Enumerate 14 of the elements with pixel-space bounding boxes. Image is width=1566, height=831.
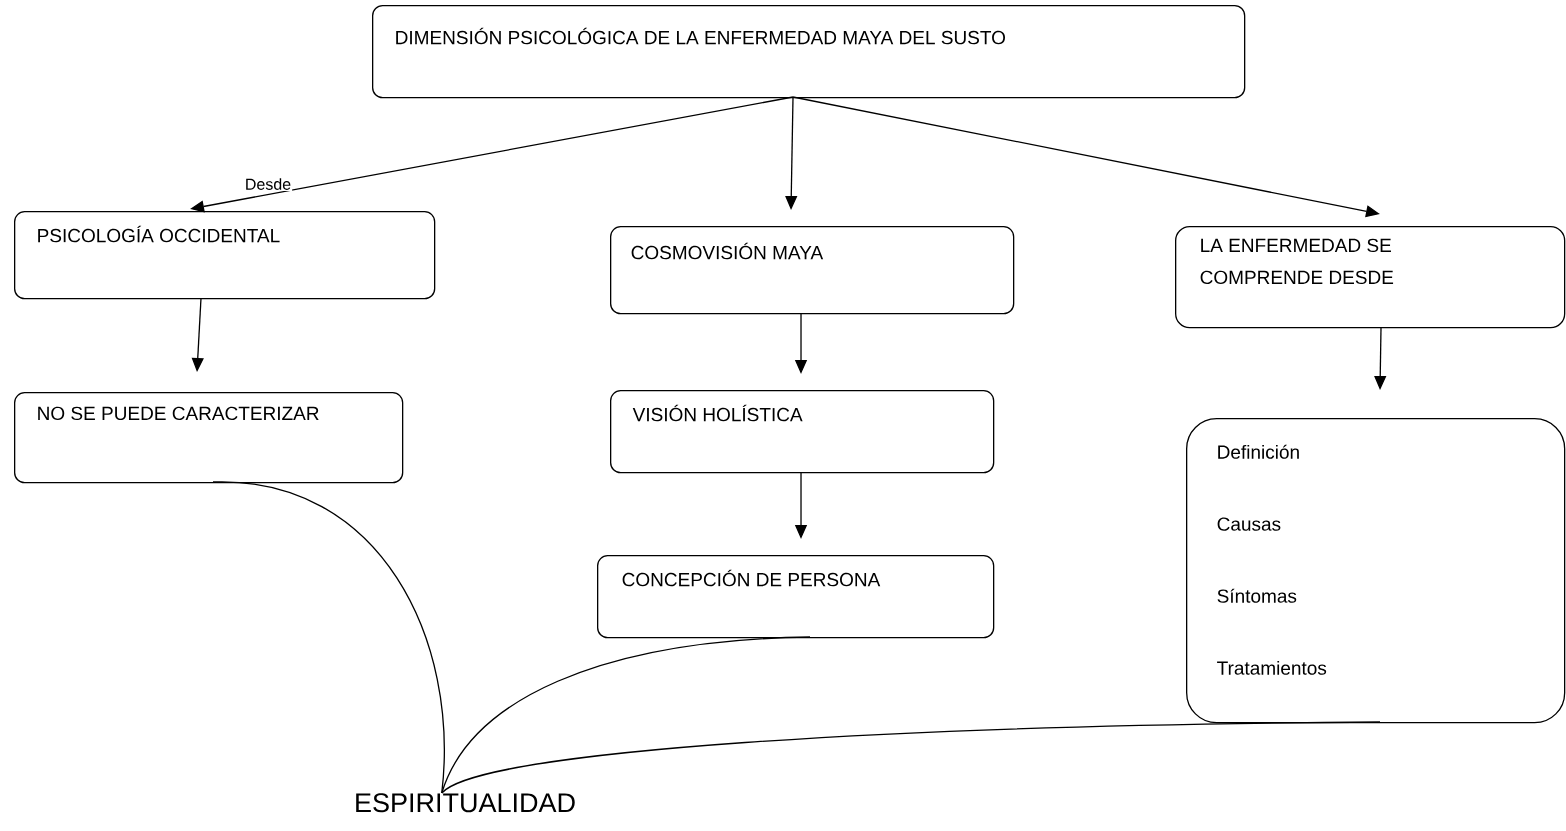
brace-curve	[441, 636, 811, 794]
list-box: Definición Causas Síntomas Tratamientos	[1186, 418, 1566, 724]
concept-box: DIMENSIÓN PSICOLÓGICA DE LA ENFERMEDAD MAYA DEL SUSTO	[372, 5, 1246, 99]
brace-curve	[441, 721, 1381, 794]
concept-box: COSMOVISIÓN MAYA	[610, 226, 1015, 315]
node-label: ESPIRITUALIDAD	[356, 793, 575, 813]
edge-label: Desde	[246, 178, 291, 190]
concept-box: PSICOLOGÍA OCCIDENTAL	[14, 211, 436, 300]
concept-box: NO SE PUEDE CARACTERIZAR	[14, 392, 404, 484]
concept-box: LA ENFERMEDAD SE COMPRENDE DESDE	[1175, 226, 1566, 329]
brace-curve	[212, 481, 445, 794]
concept-box: CONCEPCIÓN DE PERSONA	[597, 555, 995, 639]
concept-box: VISIÓN HOLÍSTICA	[610, 390, 995, 474]
arrow	[792, 96, 1380, 218]
